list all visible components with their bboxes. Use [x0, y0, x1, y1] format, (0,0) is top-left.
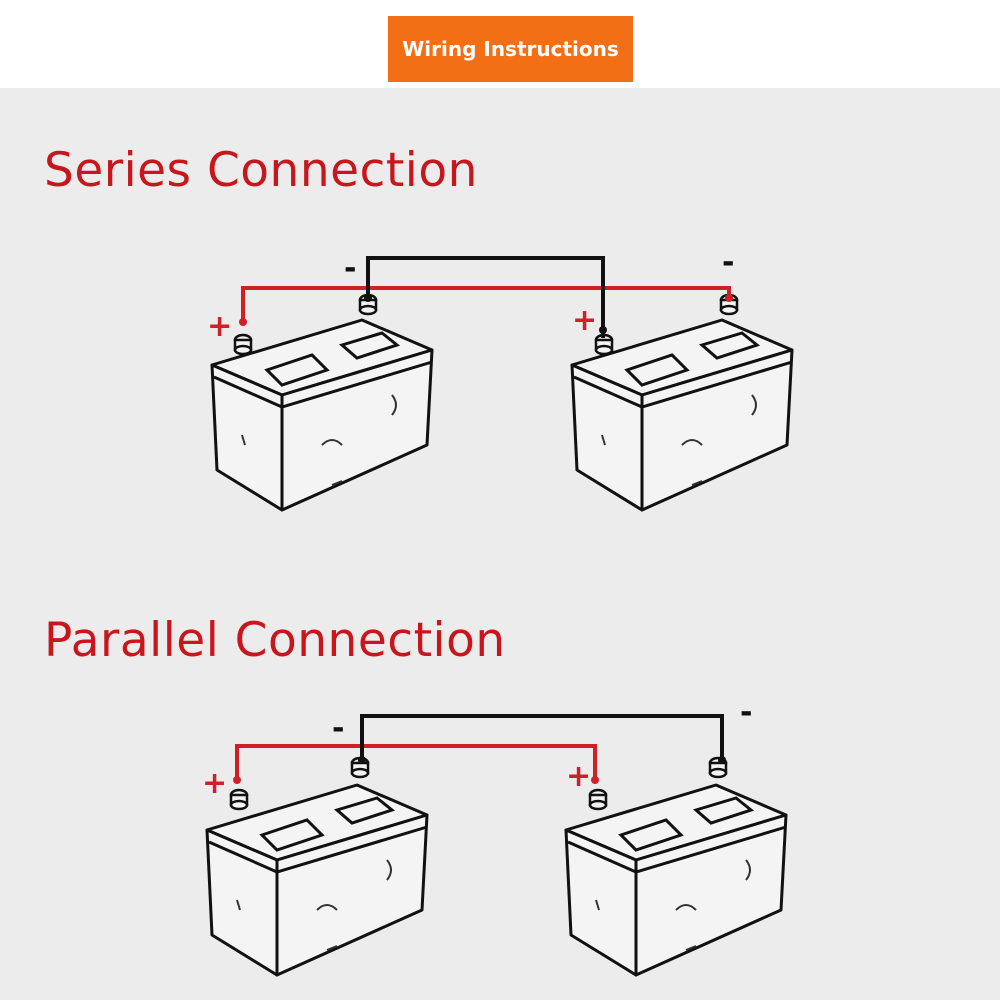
positive-wire	[241, 286, 731, 325]
header-badge: Wiring Instructions	[388, 16, 633, 82]
plus-sign: +	[207, 309, 232, 344]
minus-sign: -	[332, 711, 344, 746]
series-connection-title: Series Connection	[44, 143, 478, 198]
terminal-icon	[233, 333, 253, 356]
plus-sign: +	[572, 303, 597, 338]
terminal-icon	[588, 788, 608, 811]
plus-sign: +	[566, 759, 591, 794]
minus-sign: -	[722, 245, 734, 280]
parallel-diagram: + + - -	[202, 695, 788, 977]
series-diagram: + + - -	[207, 245, 794, 512]
parallel-connection-title: Parallel Connection	[44, 613, 506, 668]
terminal-icon	[229, 788, 249, 811]
minus-sign: -	[344, 251, 356, 286]
plus-sign: +	[202, 766, 227, 801]
battery-icon	[564, 783, 788, 977]
minus-sign: -	[740, 695, 752, 730]
negative-wire	[366, 256, 605, 338]
positive-wire	[235, 744, 597, 780]
battery-icon	[205, 783, 429, 977]
negative-wire	[360, 714, 724, 760]
